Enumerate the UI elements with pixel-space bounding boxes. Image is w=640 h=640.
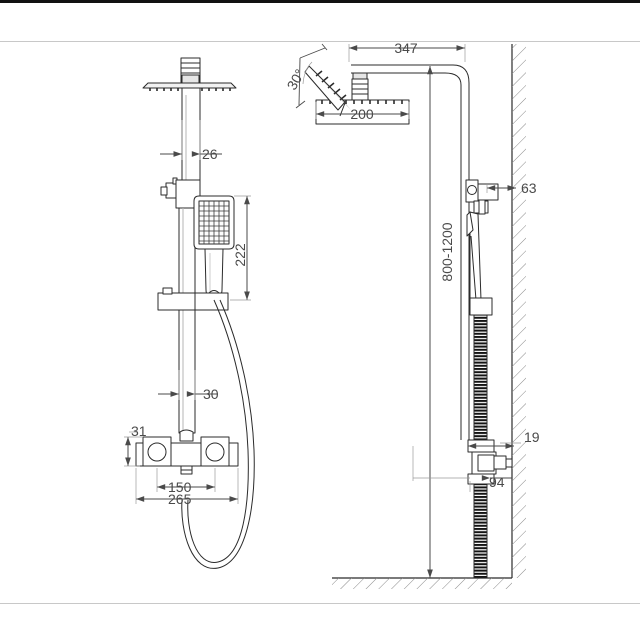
dim-label-19: 19 (524, 429, 540, 445)
dim-label-63: 63 (521, 180, 537, 196)
right-view-dimensions (295, 43, 521, 578)
lower-riser-tube (178, 207, 196, 434)
dim-label-30deg: 30° (283, 66, 307, 92)
shower-hose-upper (473, 314, 488, 441)
handheld-bracket (465, 179, 499, 215)
overhead-head-side (142, 57, 237, 91)
shower-arm (351, 64, 470, 190)
right-view-front-elevation (295, 43, 526, 589)
dim-label-200: 200 (350, 106, 374, 122)
dim-label-150: 150 (168, 479, 192, 495)
footer-rule (0, 603, 640, 604)
handheld-in-bracket (466, 211, 482, 301)
left-view-dimensions (124, 120, 251, 504)
header-rule (0, 41, 640, 42)
dim-label-26: 26 (202, 146, 218, 162)
hose-connector (469, 297, 493, 316)
shower-hose-loop (181, 299, 255, 569)
dim-label-31: 31 (131, 423, 147, 439)
wall-hatch (512, 44, 526, 578)
slide-bar-holder (157, 287, 229, 311)
top-border-bar (0, 0, 640, 3)
dim-label-800-1200: 800-1200 (439, 222, 455, 281)
dim-label-222: 222 (232, 243, 248, 267)
floor-hatch (332, 578, 512, 589)
dim-label-265: 265 (168, 491, 192, 507)
riser-side-elbow (160, 177, 178, 199)
dim-label-347: 347 (394, 40, 418, 56)
wall-outlet-mixer (467, 439, 513, 485)
dim-label-94: 94 (489, 474, 505, 490)
shower-hose-lower (473, 483, 488, 579)
dim-label-30: 30 (203, 386, 219, 402)
overhead-head-front (304, 65, 410, 125)
handheld-shower-front (193, 195, 235, 302)
left-view-side-elevation (124, 57, 255, 569)
mixer-body-side (135, 429, 239, 475)
